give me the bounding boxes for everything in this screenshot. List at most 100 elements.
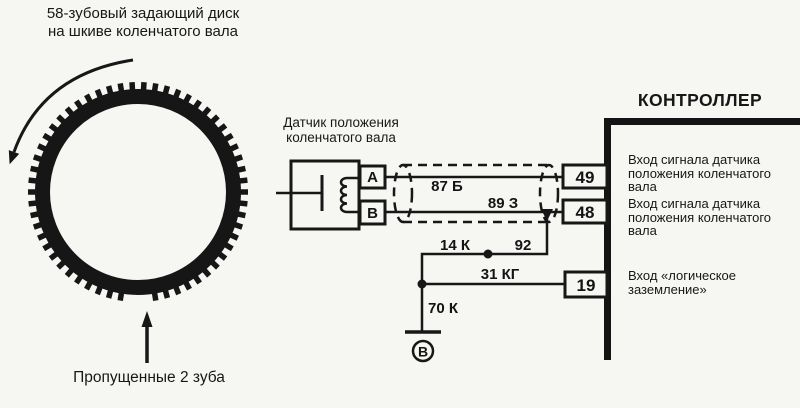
disk-tooth	[30, 165, 41, 174]
disk-tooth	[215, 250, 228, 261]
disk-tooth	[105, 85, 114, 97]
pin-19-number: 19	[577, 276, 596, 295]
crank-disk	[28, 82, 248, 302]
disk-title: 58-зубовый задающий диск на шкиве коленч…	[38, 5, 248, 41]
disk-tooth	[42, 241, 54, 252]
disk-tooth	[200, 106, 212, 118]
disk-tooth	[117, 290, 125, 302]
pin-48-desc-line1: Вход сигнала датчика	[628, 196, 761, 211]
ground-circle-icon	[411, 339, 435, 363]
sensor-label-line2: коленчатого вала	[286, 130, 396, 145]
disk-title-line1: 58-зубовый задающий диск	[46, 5, 240, 22]
disk-tooth	[208, 258, 220, 270]
pin-49-desc-line1: Вход сигнала датчика	[628, 152, 761, 167]
disk-tooth	[37, 231, 49, 241]
disk-tooth	[151, 82, 159, 94]
disk-tooth	[64, 106, 76, 118]
pin-49-number: 49	[576, 168, 595, 187]
terminal-a-label: А	[367, 169, 378, 186]
disk-tooth	[64, 266, 76, 278]
disk-tooth	[28, 177, 39, 184]
ground-letter: В	[418, 344, 428, 360]
pin-19-desc-line2: заземление»	[628, 281, 707, 297]
sensor-label: Датчик положения коленчатого вала	[270, 115, 412, 145]
disk-tooth	[162, 287, 171, 299]
sensor-label-line1: Датчик положения	[283, 115, 399, 130]
pin-49-desc-line3: вала	[628, 179, 657, 194]
disk-tooth	[227, 143, 239, 153]
pin-48-description: Вход сигнала датчика положения коленчато…	[628, 197, 800, 238]
disk-tooth	[172, 283, 182, 296]
wire-label-31: 31 КГ	[481, 266, 520, 283]
disk-tooth	[231, 154, 244, 163]
wire-label-92: 92	[515, 237, 532, 254]
disk-tooth	[172, 88, 182, 101]
disk-tooth	[32, 221, 45, 230]
sensor-coil-icon	[339, 176, 348, 214]
disk-tooth	[105, 287, 114, 299]
disk-tooth	[182, 279, 192, 291]
disk-tooth	[191, 99, 202, 111]
splice-dot-2	[417, 279, 427, 289]
disk-tooth	[151, 290, 159, 302]
pin-48-number: 48	[576, 203, 595, 222]
shield-left-end	[392, 163, 414, 224]
disk-tooth	[129, 82, 136, 93]
disk-tooth	[162, 85, 171, 97]
disk-tooth	[30, 210, 41, 219]
disk-tooth	[215, 123, 228, 134]
pin-49-description: Вход сигнала датчика положения коленчато…	[628, 153, 800, 194]
disk-tooth	[74, 99, 85, 111]
sensor-body	[289, 159, 361, 231]
disk-tooth	[37, 143, 49, 153]
pin-19-desc-line1: Вход «логическое	[628, 268, 737, 283]
disk-title-line2: на шкиве коленчатого вала	[48, 23, 238, 40]
disk-tooth	[32, 154, 45, 163]
disk-tooth	[28, 200, 39, 207]
disk-teeth	[28, 82, 248, 302]
disk-tooth	[237, 177, 248, 184]
disk-tooth	[227, 231, 239, 241]
splice-dot-1	[483, 249, 493, 259]
disk-tooth	[84, 279, 94, 291]
disk-tooth	[74, 273, 85, 285]
terminal-b-label: В	[367, 205, 378, 222]
disk-tooth	[235, 210, 246, 219]
wire-label-70: 70 К	[428, 300, 459, 317]
shield-right-end	[538, 163, 560, 224]
disk-tooth	[222, 241, 234, 252]
disk-tooth	[200, 266, 212, 278]
pin-48-desc-line2: положения коленчатого	[628, 209, 772, 225]
gap-arrow-head-icon	[141, 311, 153, 327]
pin-19-box	[563, 270, 609, 299]
missing-teeth-label: Пропущенные 2 зуба	[73, 369, 225, 386]
disk-ring	[35, 89, 241, 295]
wire-label-87: 87 Б	[431, 178, 463, 195]
disk-tooth	[56, 258, 68, 270]
disk-tooth	[56, 114, 68, 126]
pin-48-box	[561, 198, 609, 225]
rotation-arrow-head-icon	[8, 150, 20, 165]
disk-tooth	[222, 132, 234, 143]
disk-tooth	[94, 88, 104, 101]
disk-tooth	[48, 123, 61, 134]
pin-49-box	[561, 163, 609, 190]
disk-tooth	[237, 200, 248, 207]
disk-tooth	[191, 273, 202, 285]
controller-title: КОНТРОЛЛЕР	[637, 90, 763, 110]
pin-48-desc-line3: вала	[628, 223, 657, 238]
disk-tooth	[182, 93, 192, 105]
disk-tooth	[48, 250, 61, 261]
disk-tooth	[231, 221, 244, 230]
disk-tooth	[208, 114, 220, 126]
disk-tooth	[235, 165, 246, 174]
disk-tooth	[84, 93, 94, 105]
pin-19-description: Вход «логическое заземление»	[628, 269, 800, 296]
wire-label-14: 14 К	[440, 237, 471, 254]
disk-tooth	[140, 82, 147, 93]
disk-tooth	[42, 132, 54, 143]
pin-49-desc-line2: положения коленчатого	[628, 165, 772, 181]
wire-label-89: 89 З	[488, 195, 518, 212]
